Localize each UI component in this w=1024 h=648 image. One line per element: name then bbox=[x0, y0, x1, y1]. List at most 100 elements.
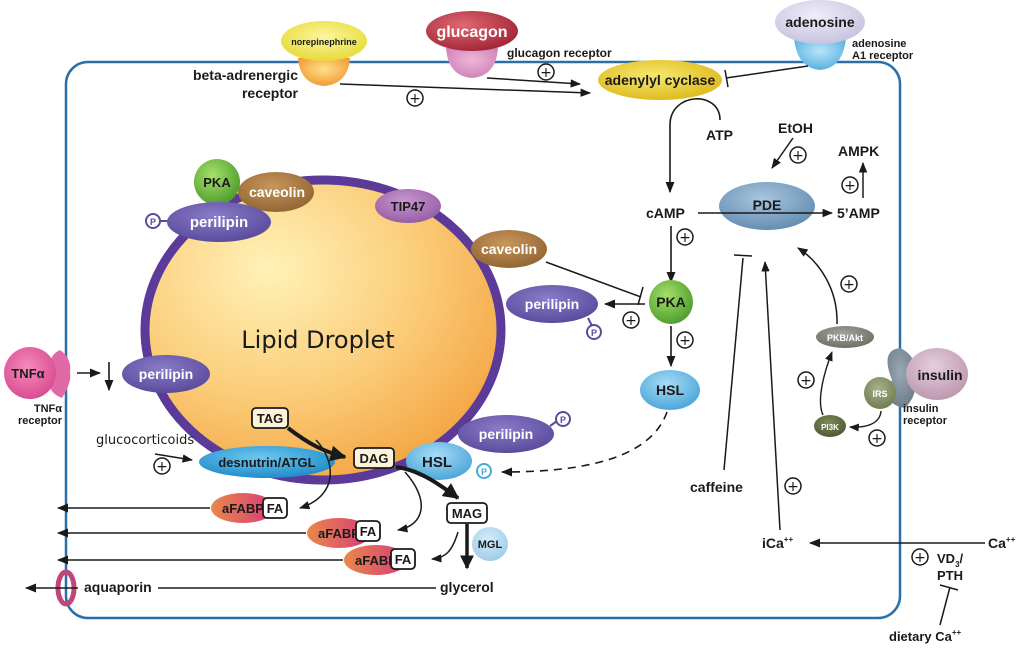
dag-label: DAG bbox=[360, 451, 389, 466]
dietary-ca-inhibits-vd3 bbox=[939, 586, 951, 626]
glucagon-to-ac-arrow bbox=[486, 77, 582, 88]
activation-plus-sign: + bbox=[156, 459, 168, 475]
hsl-cytosolic-label: HSL bbox=[656, 382, 684, 398]
afabp-2-node bbox=[307, 518, 371, 548]
insulin-label: insulin bbox=[917, 367, 962, 383]
activation-plus-sign: + bbox=[540, 65, 552, 81]
phospho-hsl-label: P bbox=[481, 467, 487, 477]
insulin-ligand bbox=[906, 348, 968, 400]
fa-1-box bbox=[262, 497, 288, 519]
lipid-droplet bbox=[140, 175, 506, 485]
activation-plus-etoh bbox=[789, 146, 807, 164]
caffeine-inhibits-pde bbox=[723, 257, 744, 471]
beta-to-ac-arrow bbox=[339, 83, 592, 97]
adenosine-a1-receptor-shape bbox=[794, 38, 846, 70]
activation-plus-vd3-ca bbox=[911, 548, 929, 566]
activation-plus-sign: + bbox=[792, 148, 804, 164]
insulin-receptor-label-2: receptor bbox=[903, 415, 948, 427]
activation-plus-sign: + bbox=[679, 333, 691, 349]
pkb-akt-label: PKB/Akt bbox=[827, 333, 863, 343]
ampk-label: AMPK bbox=[838, 143, 879, 159]
activation-plus-ica-pde bbox=[784, 477, 802, 495]
glucagon-receptor-shape bbox=[446, 48, 498, 78]
adenosine-inhibit-bar bbox=[724, 69, 729, 88]
mag-label: MAG bbox=[452, 506, 482, 521]
perilipin-bottom-label: perilipin bbox=[479, 426, 533, 442]
perilipin-right-node bbox=[506, 285, 598, 323]
caveolin-inhibit-bar bbox=[637, 286, 644, 306]
tag-box bbox=[251, 407, 289, 429]
beta-adrenergic-receptor-shape bbox=[298, 58, 350, 86]
pi3k-to-pkb-arrow bbox=[819, 351, 833, 416]
activation-plus-pkb-pde bbox=[840, 275, 858, 293]
fa-3-box bbox=[390, 548, 416, 570]
caveolin-top-label: caveolin bbox=[249, 184, 305, 200]
pth-label: PTH bbox=[937, 568, 963, 583]
glucagon-receptor-label: glucagon receptor bbox=[507, 46, 612, 60]
activation-plus-pka-perilipin bbox=[622, 311, 640, 329]
adenosine-a1-receptor-label-2: A1 receptor bbox=[852, 50, 914, 62]
fa-1-label: FA bbox=[267, 501, 284, 516]
dag-to-fa2-arrow bbox=[396, 471, 422, 533]
pka-node bbox=[649, 280, 693, 324]
etoh-label: EtOH bbox=[778, 120, 813, 136]
perilipin-top-node bbox=[167, 202, 271, 242]
activation-symbols: +++++++++++++ bbox=[153, 63, 929, 566]
pde-label: PDE bbox=[753, 197, 782, 213]
insulin-receptor-label: insulin bbox=[903, 403, 939, 415]
phospho-bottom-label: P bbox=[560, 415, 566, 425]
tag-to-dag-arrow bbox=[286, 426, 347, 462]
activation-plus-pi3k-pkb bbox=[797, 371, 815, 389]
caffeine-label: caffeine bbox=[690, 479, 743, 495]
ca-label: Ca++ bbox=[988, 535, 1016, 551]
beta-adrenergic-receptor-label-2: receptor bbox=[242, 85, 299, 101]
activation-plus-sign: + bbox=[800, 373, 812, 389]
irs-node bbox=[864, 377, 896, 409]
irs-to-pi3k-arrow bbox=[849, 410, 882, 432]
vd3-label: VD3/ bbox=[937, 551, 964, 569]
activation-plus-beta bbox=[406, 89, 424, 107]
caffeine-inhibit-bar bbox=[733, 254, 753, 257]
tnf-alpha-label: TNFα bbox=[11, 366, 44, 381]
activation-plus-sign: + bbox=[844, 178, 856, 194]
lipid-droplet-label: Lipid Droplet bbox=[241, 326, 394, 354]
afabp-1-node bbox=[211, 493, 275, 523]
activation-plus-sign: + bbox=[679, 230, 691, 246]
glucocorticoids-label: glucocorticoids bbox=[96, 433, 194, 448]
activation-plus-sign: + bbox=[409, 91, 421, 107]
perilipin-left-label: perilipin bbox=[139, 366, 193, 382]
etoh-to-pde-arrow bbox=[771, 137, 794, 169]
mag-box bbox=[446, 502, 488, 524]
caveolin-right-node bbox=[471, 230, 547, 268]
activation-plus-sign: + bbox=[914, 550, 926, 566]
norepinephrine-label: norepinephrine bbox=[291, 37, 357, 47]
activation-plus-sign: + bbox=[871, 431, 883, 447]
perilipin-bottom-node bbox=[458, 415, 554, 453]
hsl-droplet-node bbox=[406, 442, 472, 480]
afabp-2-label: aFABP bbox=[318, 526, 360, 541]
activation-plus-glucocorticoids bbox=[153, 457, 171, 475]
tnf-receptor-label: TNFα bbox=[34, 403, 62, 415]
adenylyl-cyclase-label: adenylyl cyclase bbox=[605, 72, 716, 88]
glucocorticoids-to-atgl-arrow bbox=[154, 453, 194, 463]
hsl-translocation-arrow bbox=[500, 411, 668, 477]
dietary-ca-label: dietary Ca++ bbox=[889, 628, 962, 644]
activation-plus-sign: + bbox=[843, 277, 855, 293]
adenosine-label: adenosine bbox=[785, 14, 854, 30]
glucagon-ligand bbox=[426, 11, 518, 51]
ica-to-pde-arrow bbox=[761, 260, 781, 531]
camp-label: cAMP bbox=[646, 205, 685, 221]
desnutrin-atgl-label: desnutrin/ATGL bbox=[218, 455, 315, 470]
hsl-droplet-label: HSL bbox=[422, 454, 452, 471]
pka-droplet-label: PKA bbox=[203, 175, 231, 190]
atp-to-camp-arrow bbox=[665, 98, 721, 194]
tnf-receptor-label-2: receptor bbox=[18, 415, 63, 427]
pi3k-node bbox=[814, 415, 846, 437]
mgl-node bbox=[472, 527, 508, 561]
glycerol-label: glycerol bbox=[440, 579, 494, 595]
ica-label: iCa++ bbox=[762, 535, 793, 551]
dietary-ca-inhibit-bar bbox=[939, 584, 959, 591]
perilipin-top-label: perilipin bbox=[190, 214, 248, 231]
activation-plus-irs-pi3k bbox=[868, 429, 886, 447]
